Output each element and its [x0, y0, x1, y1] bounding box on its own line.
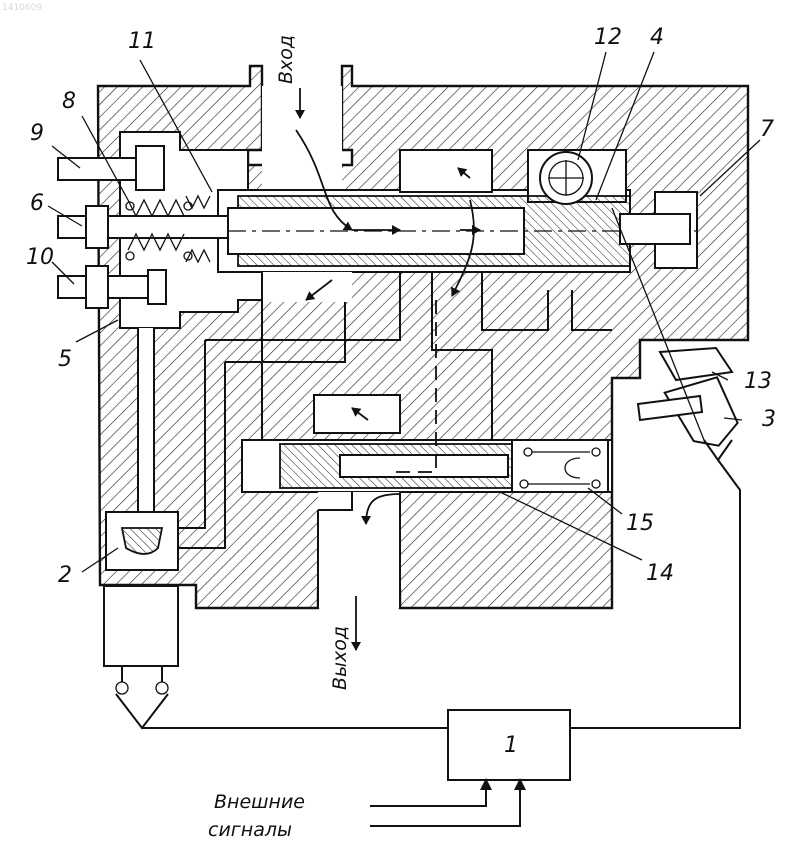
valve-element-2: [122, 528, 162, 554]
label-15: 15: [626, 511, 654, 536]
label-12: 12: [594, 25, 622, 50]
outlet-label: Выход: [329, 626, 351, 690]
label-10: 10: [26, 245, 54, 270]
label-8: 8: [62, 89, 76, 114]
label-5: 5: [58, 347, 72, 372]
document-stamp: 1410609: [2, 3, 42, 13]
label-1: 1: [504, 733, 518, 758]
label-6: 6: [30, 191, 44, 216]
label-2: 2: [58, 563, 72, 588]
signals-label-line2: сигналы: [208, 819, 292, 841]
middle-window: [314, 395, 400, 433]
label-13: 13: [744, 369, 772, 394]
label-9: 9: [30, 121, 44, 146]
label-3: 3: [762, 407, 776, 432]
screw-6: [58, 216, 228, 238]
inlet-label: Вход: [275, 35, 297, 84]
actuator-box: [104, 586, 178, 666]
screw-9: [58, 158, 138, 180]
vertical-channel: [138, 328, 154, 518]
label-7: 7: [760, 117, 774, 142]
upper-window: [400, 150, 492, 192]
label-14: 14: [646, 561, 674, 586]
label-4: 4: [650, 25, 664, 50]
signals-label-line1: Внешние: [214, 791, 305, 813]
label-11: 11: [128, 29, 156, 54]
